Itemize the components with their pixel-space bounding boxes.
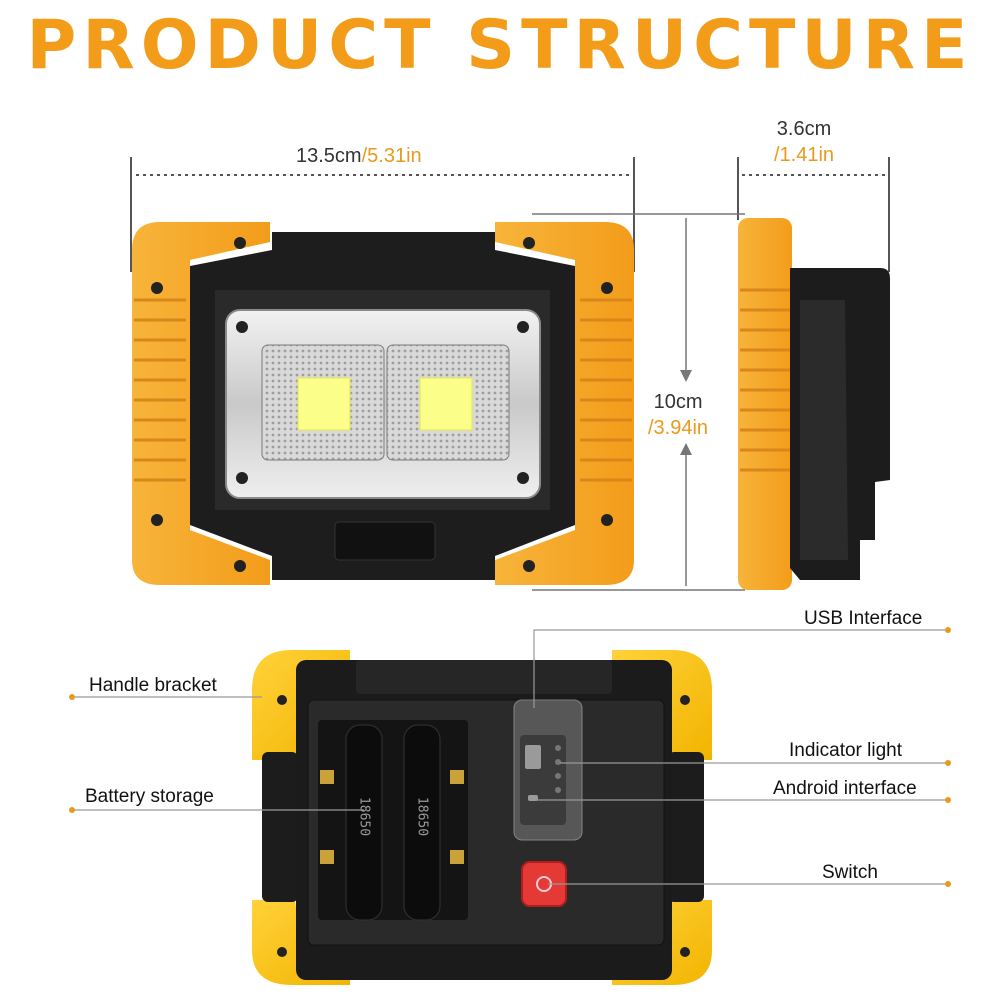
height-imperial: /3.94in (648, 417, 709, 439)
depth-dimension-label: 3.6cm /1.41in (774, 119, 834, 165)
width-dimension-label: 13.5cm/5.31in (296, 146, 422, 166)
height-dimension-line (532, 213, 745, 591)
back-view-lamp (252, 650, 712, 985)
width-imperial: /5.31in (361, 145, 422, 167)
width-metric: 13.5cm (296, 145, 362, 167)
callout-usb-interface: USB Interface (804, 608, 923, 629)
callout-handle-bracket: Handle bracket (89, 675, 217, 696)
battery-label-1: 18650 (356, 796, 372, 837)
callout-switch: Switch (822, 862, 878, 883)
height-metric: 10cm (653, 391, 703, 413)
side-view-lamp (738, 218, 890, 590)
depth-metric: 3.6cm (776, 118, 832, 140)
battery-label-2: 18650 (414, 796, 430, 837)
front-view-lamp (132, 222, 634, 585)
page-title: PRODUCT STRUCTURE (26, 6, 974, 85)
depth-imperial: /1.41in (774, 144, 835, 166)
callout-battery-storage: Battery storage (85, 786, 214, 807)
height-dimension-label: 10cm /3.94in (648, 392, 708, 438)
callout-indicator-light: Indicator light (789, 740, 903, 761)
callout-android-interface: Android interface (773, 778, 917, 799)
depth-dimension-line (737, 157, 890, 272)
